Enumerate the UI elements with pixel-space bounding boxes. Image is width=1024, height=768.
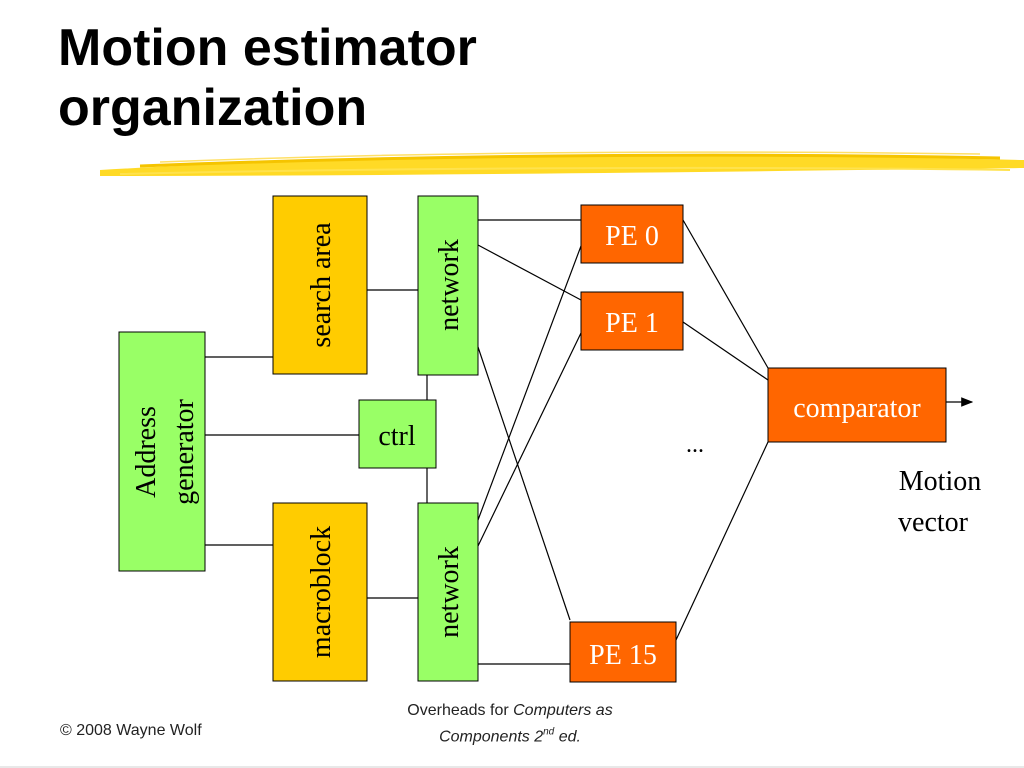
macroblock-label: macroblock	[306, 526, 337, 658]
search-area-block: search area	[272, 195, 368, 375]
footer-overheads-line-1: Overheads for Computers as	[360, 700, 660, 722]
ctrl-block: ctrl	[358, 399, 437, 469]
network-bottom-block: network	[417, 502, 479, 682]
network-bottom-label: network	[434, 546, 465, 638]
line-netbot-pe0	[477, 245, 582, 521]
address-generator-block: Address generator	[118, 331, 206, 572]
footer-overheads-prefix: Overheads for	[407, 702, 514, 719]
pe-ellipsis: ...	[686, 432, 704, 458]
motion-vector-label-2: vector	[898, 507, 969, 538]
pe15-block: PE 15	[569, 621, 677, 683]
pe0-label: PE 0	[605, 221, 659, 252]
pe1-label: PE 1	[605, 308, 659, 339]
footer-edition-sup: nd	[543, 727, 555, 738]
line-pe1-comparator	[682, 321, 769, 381]
footer-book-title: Computers as	[513, 702, 613, 719]
macroblock-block: macroblock	[272, 502, 368, 682]
line-nettop-pe1	[477, 244, 582, 301]
ctrl-label: ctrl	[378, 421, 416, 452]
footer-edition-suffix: ed.	[554, 728, 581, 746]
line-netbot-pe1	[477, 332, 582, 547]
footer-overheads: Overheads for Computers as Components 2n…	[360, 700, 660, 748]
network-top-block: network	[417, 195, 479, 376]
footer-copyright: © 2008 Wayne Wolf	[60, 722, 202, 739]
pe15-label: PE 15	[589, 640, 657, 671]
line-pe0-comparator	[682, 219, 769, 369]
footer-book-title-2: Components 2	[439, 728, 544, 746]
slide-title: Motion estimator organization	[58, 18, 818, 138]
footer-overheads-line-2: Components 2nd ed.	[360, 722, 660, 748]
title-line-2: organization	[58, 79, 368, 137]
line-pe15-comparator	[675, 441, 769, 641]
address-generator-label-1: Address	[131, 406, 162, 498]
line-nettop-pe15	[477, 346, 571, 621]
search-area-label: search area	[306, 222, 337, 348]
comparator-block: comparator	[767, 367, 947, 443]
title-underline-highlight	[100, 151, 1024, 176]
pe0-block: PE 0	[580, 204, 684, 264]
network-top-label: network	[434, 239, 465, 331]
bottom-rule	[0, 766, 1024, 768]
address-generator-label-2: generator	[169, 398, 200, 504]
pe1-block: PE 1	[580, 291, 684, 351]
title-line-1: Motion estimator	[58, 19, 477, 77]
comparator-label: comparator	[793, 393, 921, 424]
connection-lines	[205, 219, 974, 665]
motion-vector-label-1: Motion	[899, 466, 981, 497]
